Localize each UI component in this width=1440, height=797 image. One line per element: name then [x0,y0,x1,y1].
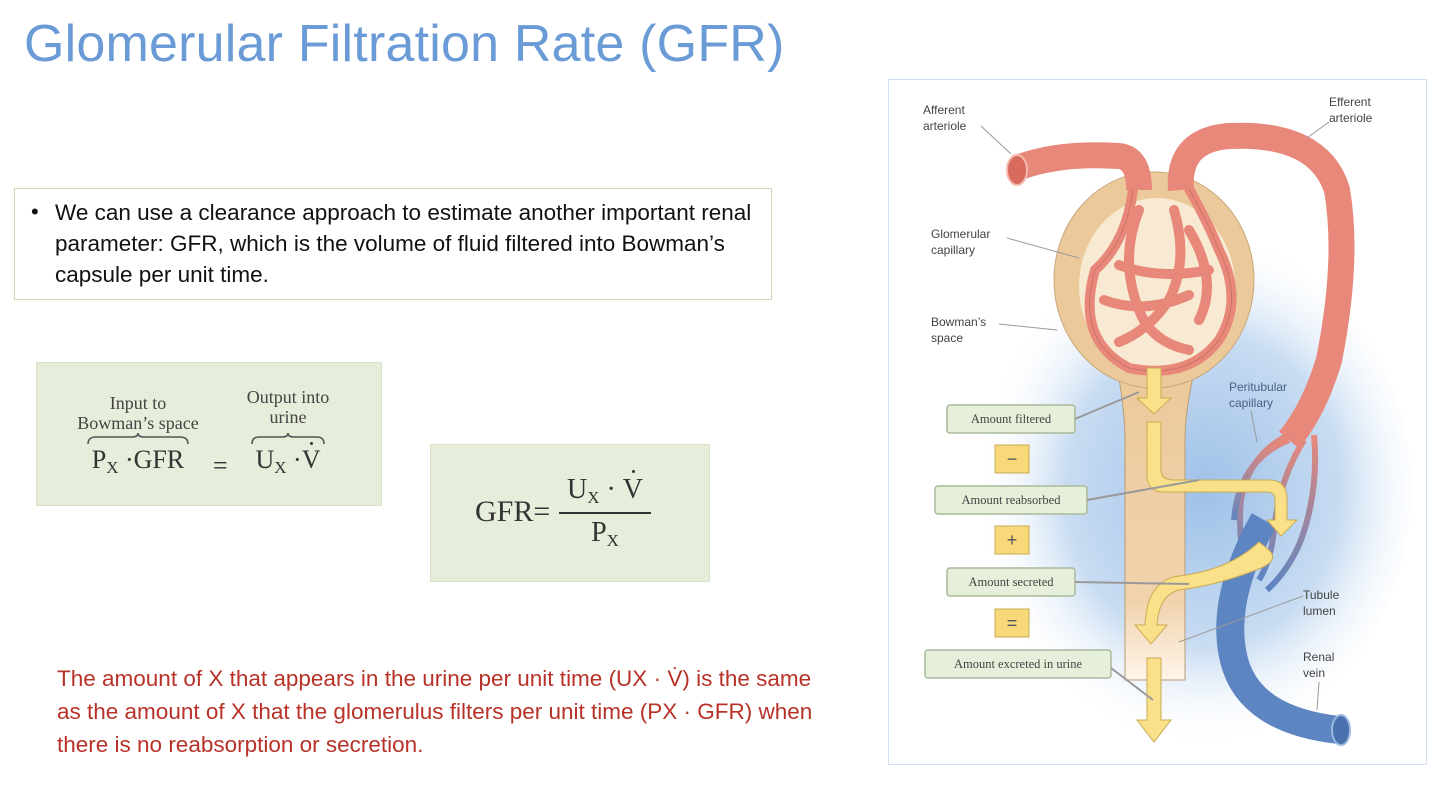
bullet-item: • We can use a clearance approach to est… [29,197,757,290]
nephron-figure: Afferent arteriole Efferent arteriole Gl… [888,79,1427,765]
svg-text:Amount excreted in urine: Amount excreted in urine [954,657,1083,671]
output-label-line1: Output into [246,387,330,407]
svg-text:+: + [1007,530,1018,550]
gfr-lhs: GFR= [475,495,551,528]
x-subscript: X [587,488,600,507]
fraction-denominator: PX [559,518,651,551]
svg-text:Amount reabsorbed: Amount reabsorbed [962,493,1062,507]
output-brace-group: Output into urine UX ·V [243,387,333,477]
tubule-lumen-label: Tubule [1303,588,1340,602]
bullet-box: • We can use a clearance approach to est… [14,188,772,300]
input-term: PX ·GFR [65,445,211,477]
glomerular-capillary-label: Glomerular [931,227,990,241]
dot-operator: · [286,445,302,474]
fraction-numerator: UX · V [559,470,651,510]
efferent-arteriole [1167,122,1355,449]
input-label-line2: Bowman’s space [77,413,199,433]
input-label-line1: Input to [109,393,167,413]
output-label-line2: urine [269,407,307,427]
dot-operator: · [599,474,623,505]
bullet-text: We can use a clearance approach to estim… [55,200,752,287]
equation-input-output: Input to Bowman’s space PX ·GFR = Output… [36,362,382,506]
fraction-bar [559,512,651,514]
bullet-marker: • [31,199,39,224]
svg-text:arteriole: arteriole [923,119,967,133]
u-symbol: U [255,445,275,474]
overbrace-icon [87,433,189,445]
u-symbol: U [566,474,588,505]
svg-text:arteriole: arteriole [1329,111,1373,125]
afferent-arteriole [1012,142,1152,191]
equals-sign: = [213,451,228,480]
bowmans-space-label: Bowman’s [931,315,986,329]
svg-text:capillary: capillary [931,243,975,257]
nephron-diagram: Afferent arteriole Efferent arteriole Gl… [923,95,1411,750]
x-subscript: X [606,531,619,550]
svg-text:lumen: lumen [1303,604,1336,618]
x-subscript: X [106,458,119,477]
svg-text:vein: vein [1303,666,1325,680]
flow-arrows [1133,367,1299,743]
output-term: UX ·V [243,442,333,477]
renal-vein-label: Renal [1303,650,1334,664]
svg-text:Amount secreted: Amount secreted [968,575,1054,589]
svg-text:Amount filtered: Amount filtered [971,412,1052,426]
efferent-label: Efferent [1329,95,1371,109]
v-dot-symbol: V [622,470,644,505]
v-dot-symbol: V [301,442,321,474]
svg-text:capillary: capillary [1229,396,1273,410]
plus-operator: + [994,525,1030,555]
x-subscript: X [274,458,287,477]
minus-operator: − [994,444,1030,474]
tubule [1116,367,1196,681]
amount-excreted-box: Amount excreted in urine [924,649,1154,701]
p-symbol: P [91,445,107,474]
slide-title: Glomerular Filtration Rate (GFR) [24,15,785,73]
peritubular-capillary-label: Peritubular [1229,380,1287,394]
amount-filtered-box: Amount filtered [946,391,1140,434]
equation-gfr: GFR= UX · V PX [430,444,710,582]
afferent-label: Afferent [923,103,965,117]
amount-reabsorbed-box: Amount reabsorbed [934,479,1200,515]
p-symbol: P [591,517,607,548]
gfr-symbol: ·GFR [118,445,185,474]
svg-text:−: − [1007,449,1018,469]
input-brace-group: Input to Bowman’s space PX ·GFR [65,393,211,477]
svg-text:=: = [1007,613,1018,633]
amount-secreted-box: Amount secreted [946,567,1190,597]
fraction: UX · V PX [559,470,651,551]
equals-operator: = [994,608,1030,638]
overbrace-icon [251,433,325,445]
explanatory-note: The amount of X that appears in the urin… [57,666,813,757]
svg-text:space: space [931,331,963,345]
